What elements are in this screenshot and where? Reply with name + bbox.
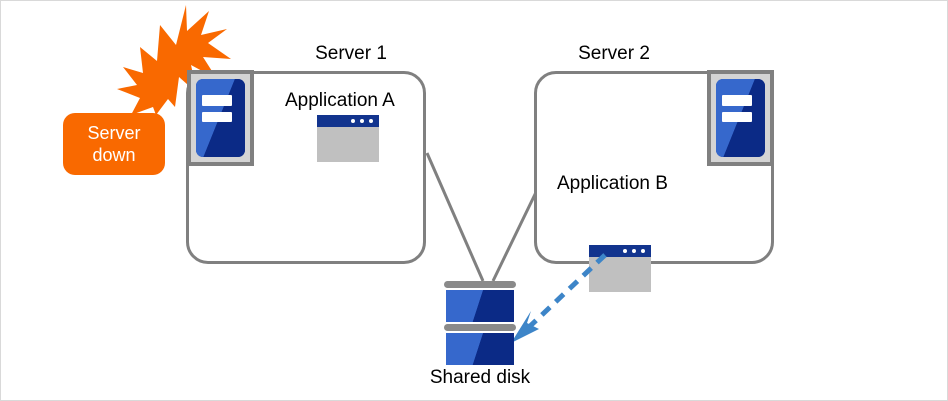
server1-box [186,71,426,264]
disk-unit [444,324,516,365]
server2-machine-icon [707,70,774,166]
shared-disk-label: Shared disk [429,367,531,388]
application-a-window-icon [317,115,379,162]
window-titlebar [317,115,379,128]
application-b-label: Application B [557,173,668,194]
window-dot-icon [369,119,373,124]
window-dot-icon [351,119,355,124]
window-dot-icon [641,249,645,254]
server1-title: Server 1 [315,43,387,64]
server1-machine-icon [187,70,254,166]
disk-unit [444,281,516,322]
window-dot-icon [632,249,636,254]
window-dot-icon [360,119,364,124]
shared-disk-icon [444,281,516,365]
window-titlebar [589,245,651,258]
disk-body [446,333,514,365]
application-b-window-icon [589,245,651,292]
server-icon-bar [721,95,753,106]
server2-title: Server 2 [578,43,650,64]
server-down-line1: Server [87,123,141,143]
disk-body [446,290,514,322]
server-icon-bar [721,111,753,122]
application-a-label: Application A [285,90,395,111]
server-icon-bar [201,95,233,106]
dashed-arrow-icon [501,249,613,349]
window-dot-icon [623,249,627,254]
server-icon-bar [201,111,233,122]
disk-cap [444,281,516,288]
server-down-badge: Server down [63,113,165,175]
server-down-line2: down [92,145,136,165]
burst-icon [113,3,231,115]
disk-cap [444,324,516,331]
